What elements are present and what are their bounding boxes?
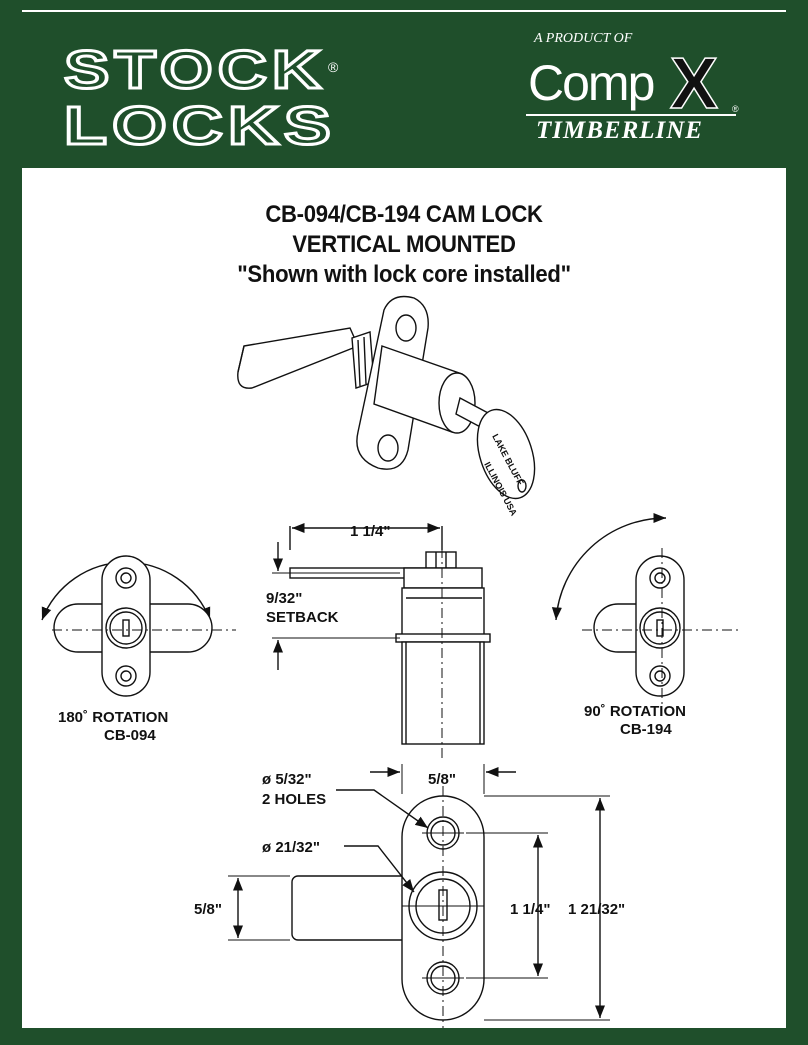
- side-elevation-view: [272, 522, 491, 758]
- rotation-180-view: [41, 555, 236, 697]
- stock-locks-logo: STOCK LOCKS ®: [63, 40, 340, 150]
- compx-x: X: [670, 44, 718, 124]
- tagline: A PRODUCT OF: [533, 31, 633, 46]
- front-dimension-view: [228, 764, 610, 1028]
- trademark: ®: [732, 104, 739, 114]
- compx-name: Comp: [528, 55, 654, 111]
- dim-top-width: 1 1/4": [350, 523, 390, 540]
- body-dia: ø 21/32": [262, 839, 320, 856]
- brand-line1: STOCK: [64, 40, 326, 100]
- header-rule: [22, 10, 786, 12]
- setback-label: SETBACK: [266, 609, 339, 626]
- cam-width: 5/8": [194, 901, 222, 918]
- brand-line2: LOCKS: [64, 96, 336, 150]
- technical-drawing: LAKE BLUFF ILLINOIS USA 1 1/4" 9/32" SET…: [41, 295, 742, 1028]
- flange-width: 5/8": [428, 771, 456, 788]
- title-line1: CB-094/CB-194 CAM LOCK: [265, 201, 543, 228]
- flange-length: 1 21/32": [568, 901, 625, 918]
- hole-count: 2 HOLES: [262, 791, 326, 808]
- rotation-left-degrees: 180˚ ROTATION: [58, 709, 168, 726]
- rotation-right-degrees: 90˚ ROTATION: [584, 703, 686, 720]
- drawing-sheet: CB-094/CB-194 CAM LOCK VERTICAL MOUNTED …: [22, 168, 786, 1028]
- rotation-right-model: CB-194: [620, 721, 672, 738]
- rotation-90-view: [551, 512, 742, 708]
- title-line2: VERTICAL MOUNTED: [292, 231, 516, 258]
- registered-mark: ®: [328, 59, 339, 75]
- setback-value: 9/32": [266, 590, 302, 607]
- isometric-lock-view: [237, 295, 536, 500]
- document-title: CB-094/CB-194 CAM LOCK VERTICAL MOUNTED …: [22, 200, 786, 290]
- compx-timberline-logo: A PRODUCT OF Comp X ® TIMBERLINE: [526, 31, 739, 144]
- timberline: TIMBERLINE: [536, 117, 703, 144]
- rotation-left-model: CB-094: [104, 727, 156, 744]
- hole-spacing: 1 1/4": [510, 901, 550, 918]
- title-line3: "Shown with lock core installed": [237, 261, 571, 288]
- hole-dia: ø 5/32": [262, 771, 312, 788]
